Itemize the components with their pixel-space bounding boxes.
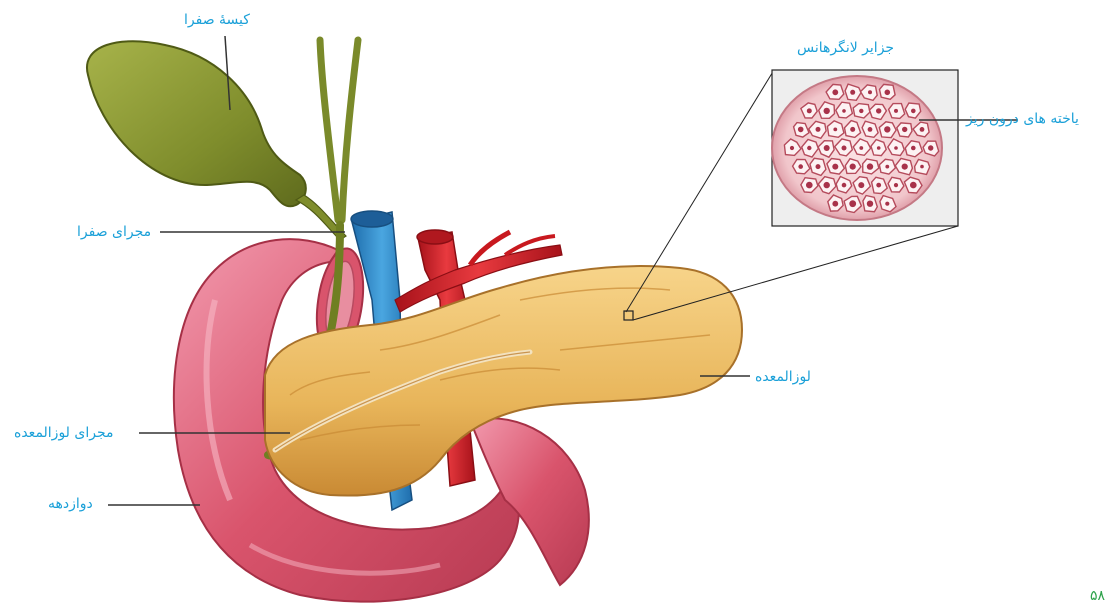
cell-nucleus (842, 109, 846, 113)
cell-nucleus (911, 146, 916, 151)
cell-nucleus (902, 127, 907, 132)
cell-nucleus (868, 127, 873, 132)
cell-nucleus (850, 90, 855, 95)
cell-nucleus (798, 164, 803, 169)
page-number: ۵۸ (1090, 588, 1105, 604)
label-pancreas: لوزالمعده (755, 369, 811, 385)
cell-nucleus (798, 127, 804, 133)
cell-nucleus (894, 183, 898, 187)
cell-nucleus (885, 165, 889, 169)
cell-nucleus (842, 146, 847, 151)
cell-nucleus (790, 146, 794, 150)
cell-nucleus (849, 200, 856, 207)
label-langerhans-islets: جزایر لانگرهانس (797, 40, 894, 56)
cell-nucleus (877, 146, 881, 150)
cell-nucleus (816, 127, 821, 132)
cell-nucleus (858, 182, 864, 188)
cell-nucleus (910, 182, 917, 189)
cell-nucleus (807, 108, 812, 113)
cell-nucleus (928, 145, 933, 150)
cell-nucleus (911, 109, 916, 114)
cell-nucleus (807, 146, 811, 150)
cell-nucleus (902, 164, 908, 170)
cell-nucleus (885, 90, 891, 96)
cell-nucleus (894, 109, 898, 113)
cell-nucleus (920, 127, 925, 132)
cell-nucleus (824, 108, 830, 114)
cell-nucleus (832, 201, 838, 207)
cell-nucleus (824, 182, 830, 188)
label-pancreatic-duct: مجرای لوزالمعده (14, 425, 114, 441)
cell-nucleus (876, 183, 881, 188)
label-endocrine-cells: یاخته های درون ریز (966, 111, 1079, 127)
cell-nucleus (850, 127, 855, 132)
cell-nucleus (859, 109, 863, 113)
label-bile-duct: مجرای صفرا (77, 224, 151, 240)
cell-nucleus (920, 165, 924, 169)
cell-nucleus (884, 126, 890, 132)
cell-nucleus (832, 89, 838, 95)
label-gallbladder: کیسهٔ صفرا (184, 12, 250, 28)
cell-nucleus (833, 127, 837, 131)
cell-nucleus (876, 108, 881, 113)
cell-nucleus (842, 183, 847, 188)
cell-nucleus (859, 146, 863, 150)
cell-nucleus (885, 202, 889, 206)
cell-nucleus (806, 182, 813, 189)
cell-nucleus (816, 164, 821, 169)
cell-nucleus (868, 90, 872, 94)
cell-nucleus (867, 163, 873, 169)
cell-nucleus (867, 201, 873, 207)
cell-nucleus (832, 164, 838, 170)
label-duodenum: دوازدهه (48, 496, 93, 512)
cell-nucleus (850, 164, 856, 170)
cell-nucleus (824, 145, 830, 151)
islet-of-langerhans-image (772, 76, 942, 220)
cell-nucleus (894, 146, 898, 150)
